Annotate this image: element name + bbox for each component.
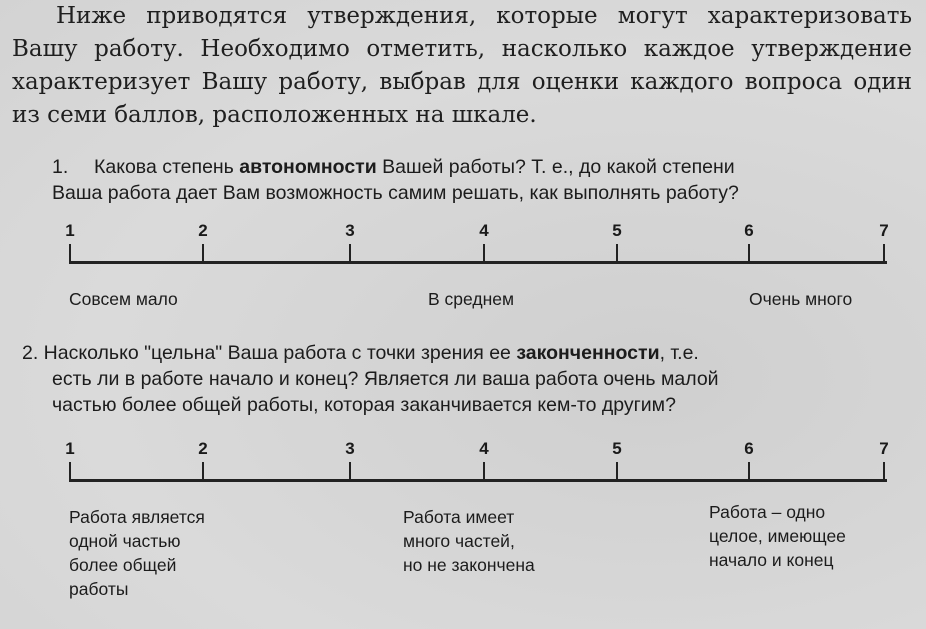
scale-point-1[interactable]: 1 xyxy=(65,221,75,240)
question-1-keyword: автономности xyxy=(239,156,377,178)
scale-tick-1[interactable] xyxy=(69,462,71,480)
question-2-keyword: законченности xyxy=(516,342,660,364)
question-1-line-2: Ваша работа дает Вам возможность самим р… xyxy=(52,182,739,204)
q2-anchor-low-line: более общей xyxy=(69,555,177,575)
scale-point-6[interactable]: 6 xyxy=(744,439,754,458)
q2-anchor-mid-line: но не закончена xyxy=(403,555,535,575)
scale-axis xyxy=(69,261,887,264)
scale-tick-5[interactable] xyxy=(616,462,618,480)
q2-anchor-low: Работа является одной частью более общей… xyxy=(69,505,205,601)
scale-point-2[interactable]: 2 xyxy=(198,221,208,240)
question-1-rating-scale[interactable]: 1 2 3 4 5 6 7 xyxy=(0,221,926,281)
q2-anchor-low-line: одной частью xyxy=(69,531,181,551)
question-2-text-post: , т.е. xyxy=(659,342,699,364)
q2-anchor-mid-line: много частей, xyxy=(403,531,515,551)
question-1-text-post: Вашей работы? Т. е., до какой степени xyxy=(376,156,735,178)
scale-tick-1[interactable] xyxy=(69,244,71,262)
scale-point-1[interactable]: 1 xyxy=(65,439,75,458)
question-1-number: 1. xyxy=(52,156,69,178)
question-1-text-pre: Какова степень xyxy=(94,156,240,178)
scale-tick-3[interactable] xyxy=(349,462,351,480)
instructions-paragraph: Ниже приводятся утверждения, которые мог… xyxy=(12,3,912,128)
q2-anchor-low-line: Работа является xyxy=(69,507,205,527)
q2-anchor-high-line: целое, имеющее xyxy=(709,526,846,546)
scale-tick-2[interactable] xyxy=(202,244,204,262)
scale-tick-7[interactable] xyxy=(883,244,885,262)
question-2-rating-scale[interactable]: 1 2 3 4 5 6 7 xyxy=(0,439,926,499)
scale-tick-4[interactable] xyxy=(483,462,485,480)
question-2-text-pre: Насколько "цельна" Ваша работа с точки з… xyxy=(38,342,517,364)
question-1: 1. Какова степень автономности Вашей раб… xyxy=(52,154,912,206)
question-2-number: 2. xyxy=(22,342,39,364)
question-2-line-3: частью более общей работы, которая закан… xyxy=(52,394,676,416)
scale-point-5[interactable]: 5 xyxy=(612,221,622,240)
q1-anchor-low: Совсем мало xyxy=(69,289,178,309)
q2-anchor-high-line: Работа – одно xyxy=(709,502,826,522)
scale-point-7[interactable]: 7 xyxy=(879,439,889,458)
q2-anchor-high: Работа – одно целое, имеющее начало и ко… xyxy=(709,500,846,572)
scale-tick-6[interactable] xyxy=(748,462,750,480)
scale-point-6[interactable]: 6 xyxy=(744,221,754,240)
scale-tick-6[interactable] xyxy=(748,244,750,262)
scale-tick-3[interactable] xyxy=(349,244,351,262)
scale-point-5[interactable]: 5 xyxy=(612,439,622,458)
q2-anchor-low-line: работы xyxy=(69,579,129,599)
question-1-line-1: Какова степень автономности Вашей работы… xyxy=(52,154,912,180)
q1-anchor-mid: В среднем xyxy=(428,289,515,309)
q2-anchor-mid-line: Работа имеет xyxy=(403,507,515,527)
q1-anchor-high: Очень много xyxy=(749,289,853,309)
question-2-line-2: есть ли в работе начало и конец? Являетс… xyxy=(52,368,719,390)
scale-point-3[interactable]: 3 xyxy=(345,439,355,458)
scale-axis xyxy=(69,479,887,482)
q2-anchor-mid: Работа имеет много частей, но не законче… xyxy=(403,505,535,577)
scale-tick-2[interactable] xyxy=(202,462,204,480)
q2-anchor-high-line: начало и конец xyxy=(709,550,834,570)
scale-point-4[interactable]: 4 xyxy=(479,439,489,458)
scale-point-4[interactable]: 4 xyxy=(479,221,489,240)
scale-point-2[interactable]: 2 xyxy=(198,439,208,458)
scale-tick-4[interactable] xyxy=(483,244,485,262)
scale-point-3[interactable]: 3 xyxy=(345,221,355,240)
scale-tick-7[interactable] xyxy=(883,462,885,480)
question-2: 2. Насколько "цельна" Ваша работа с точк… xyxy=(22,340,902,418)
scale-point-7[interactable]: 7 xyxy=(879,221,889,240)
scale-tick-5[interactable] xyxy=(616,244,618,262)
question-2-line-1: 2. Насколько "цельна" Ваша работа с точк… xyxy=(22,340,902,366)
